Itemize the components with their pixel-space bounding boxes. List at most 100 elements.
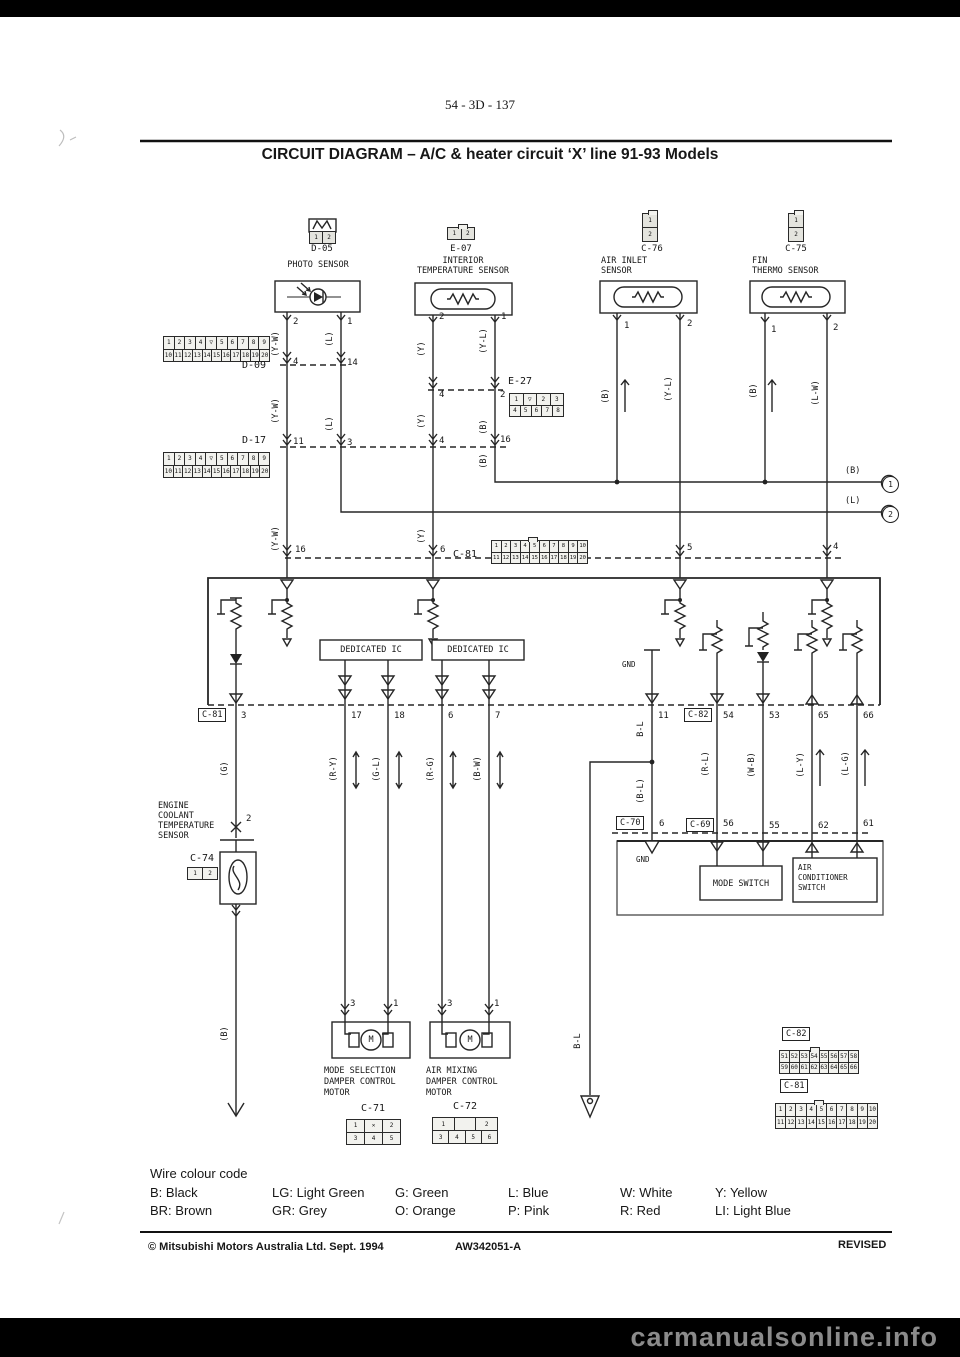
wire-y-c: (Y) [417,528,427,544]
pin-cell: 2 [202,868,217,879]
pin-cell: 6 [538,541,549,552]
wire-lg: (L-G) [841,751,851,777]
wire-rg: (R-G) [426,756,436,782]
pin-cell: 7 [836,1104,846,1116]
pin-d09-4: 4 [293,357,299,367]
pin-cell: 20 [259,349,269,361]
pin-cell: 61 [798,1062,808,1073]
pin-mm-1: 1 [393,999,399,1009]
ground-ref-b-label: (B) [845,466,861,476]
pin-cell: 9 [258,453,269,465]
sensor-name-airinlet-1: AIR INLET [601,256,648,266]
pin-cell: 1 [494,543,498,550]
pin-cell: 3 [353,1134,358,1142]
mix-motor-name-3: MOTOR [426,1088,452,1098]
keyway-icon: ▽ [205,337,216,349]
label-d09: D-09 [242,360,267,371]
wires-lower [220,705,858,1095]
pin-cell: 7 [237,337,248,349]
wire-b-coolant: (B) [220,1026,230,1042]
pencil-mark [58,129,77,147]
wire-fin-lw: (L-W) [811,380,821,406]
pin-cell: 8 [846,1104,856,1116]
pin-cell: 3 [510,541,520,552]
pin-cell: 53 [798,1051,808,1062]
connector-lines [208,364,880,834]
pin-cell: 5 [215,337,227,349]
keyway-icon: ▽ [522,394,537,405]
pin-cell: 1 [314,234,318,241]
pin-ecu-6: 6 [448,711,454,721]
pin-cell: 17 [230,465,240,477]
pin-cell: 4 [448,1131,464,1143]
pin-cell: 10 [577,541,587,552]
wire-y-a: (Y) [417,341,427,357]
pin-cell: 3 [184,337,195,349]
label-c81-mid: C-81 [453,549,478,560]
wire-ai-yl: (Y-L) [664,376,674,402]
pin-cell: 14 [201,349,212,361]
pin-cell: 4 [364,1132,382,1144]
label-c71: C-71 [360,1103,386,1114]
legend-lg: LG: Light Green [272,1185,365,1200]
coolant-name-1: ENGINE [158,801,189,811]
pin-cell: 1 [166,339,171,347]
pin-cell: 2 [648,231,652,238]
legend-r: R: Red [620,1203,661,1218]
pin-cell: 18 [240,349,250,361]
coolant-name-4: SENSOR [158,831,189,841]
ecu-switch-input-circuits [699,612,864,705]
watermark-text: carmanualsonline.info [630,1322,938,1352]
pin-cell: 2 [322,232,335,243]
pin-cell: 7 [237,453,248,465]
legend-li: LI: Light Blue [715,1203,791,1218]
wire-wb: (W-B) [747,752,757,778]
pin-cell: 17 [836,1116,846,1128]
pin-fin-2: 2 [833,323,839,333]
pin-cell: 12 [500,552,511,563]
pin-cell: 3 [438,1133,443,1141]
pin-cell: 8 [247,337,259,349]
pin-c81-16: 16 [295,545,306,555]
pin-cell: 6 [226,453,238,465]
ecu-coolant-input-circuit [217,597,243,705]
pin-cell: 1 [452,230,457,237]
pin-cell: 18 [846,1116,856,1128]
pin-cell: 2 [173,453,185,465]
pin-cell: 8 [247,453,259,465]
mode-motor-m-symbol: M [368,1035,374,1045]
pin-cell: 3 [184,453,195,465]
label-c72: C-72 [452,1101,478,1112]
pin-cell: 18 [558,552,568,563]
wire-yl-a: (Y-L) [479,328,489,354]
dedicated-ic-2-label: DEDICATED IC [447,645,509,655]
pin-cell: 9 [567,541,578,552]
sensor-name-photo: PHOTO SENSOR [287,260,349,270]
pin-cell: 59 [780,1064,789,1072]
pin-cell: 6 [226,337,238,349]
ac-switch-label-1: AIR [798,863,812,872]
wire-ai-b: (B) [601,388,611,404]
footer-revised: REVISED [838,1239,887,1251]
pin-cell: 11 [492,554,500,561]
pin-cell: 1 [166,455,171,463]
pin-d17-16: 16 [500,435,511,445]
ground-ref-l-label: (L) [845,496,861,506]
sensor-name-airinlet-2: SENSOR [601,266,632,276]
pin-cell: 5 [815,1104,826,1116]
pin-cell: 17 [548,552,559,563]
label-c81-pinout: C-81 [780,1079,809,1093]
sensor-name-fin-1: FIN [752,256,768,266]
pin-cell: 7 [541,405,552,416]
pin-d17-11: 11 [293,437,304,447]
pin-cell: 57 [838,1051,848,1062]
pin-cell: 13 [795,1116,805,1128]
pin-row: 1✕2 [347,1120,400,1132]
pin-c69-61: 61 [863,819,874,829]
pin-row: 2 [643,227,657,241]
